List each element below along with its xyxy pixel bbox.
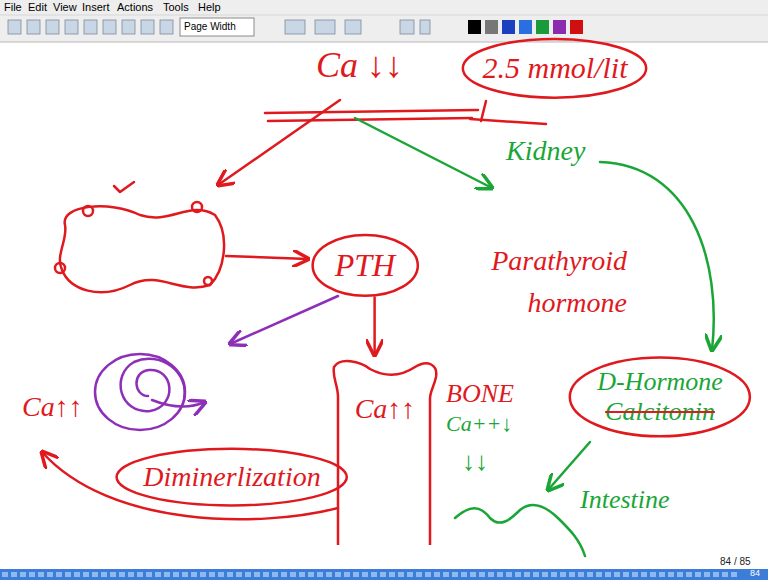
gland-nodule: [192, 202, 202, 212]
status-bar-pattern: [2, 572, 740, 577]
direction-note: ↓↓: [462, 448, 488, 477]
ellipse-path: [117, 449, 347, 506]
tool-icon: [84, 20, 97, 34]
node-text: Diminerlization: [143, 461, 320, 493]
arrow-to-kidney: [355, 118, 492, 188]
blood-calcium-note: Ca↑↑: [22, 392, 83, 423]
tool-icon: [315, 20, 335, 34]
node-text: Ca↑↑: [355, 393, 416, 425]
ellipse-path: [570, 358, 750, 437]
menu-item: Actions: [117, 1, 153, 13]
pen-colors: [468, 20, 583, 34]
ellipse-outline: [113, 447, 350, 507]
cell-outline: [95, 354, 185, 430]
toolbar-ground: [0, 0, 768, 42]
underline-stroke: [268, 118, 472, 121]
menu-item: File: [4, 1, 22, 13]
tool-icon: [65, 20, 78, 34]
ellipse-outline: [311, 233, 419, 298]
menu-item: Help: [198, 1, 221, 13]
pen-swatch: [519, 20, 532, 34]
tool-icon: [103, 20, 116, 34]
pen-swatch: [536, 20, 549, 34]
gland-nodule: [204, 277, 212, 285]
toolbar-divider: [0, 42, 768, 43]
arrow-to-d-hormone: [600, 162, 714, 350]
organ-label: Intestine: [580, 486, 670, 515]
organ-label: Kidney: [506, 136, 585, 167]
bone-shape: Ca↑↑: [330, 355, 440, 545]
ion-note: Ca++↓: [446, 412, 512, 436]
ellipse-path: [463, 39, 646, 98]
zoom-value: Page Width: [184, 21, 236, 32]
node-text: D-Hormone: [597, 367, 723, 397]
tool-icon: [420, 20, 430, 34]
gland-nodule: [83, 206, 93, 216]
tool-icon: [160, 20, 173, 34]
cell-spiral: [121, 359, 185, 412]
hormone-ellipse: D-HormoneCalcitonin: [567, 355, 753, 439]
cell-arrow: [152, 400, 205, 407]
intestine-wall: [455, 505, 585, 556]
page-counter: 84 / 85: [720, 556, 751, 567]
arrow-to-intestine: [548, 442, 590, 490]
bone-outline: [330, 355, 440, 545]
tool-icon: [8, 20, 21, 34]
hormone-name: Parathyroid hormone: [455, 240, 627, 324]
tool-icon: [27, 20, 40, 34]
menu-item: Edit: [28, 1, 47, 13]
pen-swatch: [553, 20, 566, 34]
arrow-to-cell: [230, 296, 338, 344]
tool-icon: [345, 20, 361, 34]
pointer-stroke: [481, 101, 486, 121]
node-text: 2.5 mmol/lit: [482, 51, 627, 86]
pen-swatch: [502, 20, 515, 34]
tool-icon: [46, 20, 59, 34]
pen-swatch: [485, 20, 498, 34]
tool-icon: [400, 20, 414, 34]
bone-path: [334, 361, 437, 545]
underline-stroke: [265, 110, 478, 113]
arrow-to-gland: [218, 100, 340, 185]
pointer-stroke: [470, 119, 546, 124]
node-text: PTH: [335, 247, 395, 284]
menu-item: Tools: [163, 1, 189, 13]
ellipse-path: [312, 235, 417, 296]
tool-icon: [285, 20, 305, 34]
connector-arrow: [373, 297, 376, 355]
pen-swatch: [570, 20, 583, 34]
ellipse-outline: [460, 37, 649, 100]
parathyroid-gland: [60, 206, 224, 292]
page-number: 84: [750, 569, 760, 579]
value-ellipse: 2.5 mmol/lit: [460, 37, 649, 100]
process-ellipse: Diminerlization: [113, 447, 350, 507]
arrow-to-pth: [226, 256, 308, 259]
hormone-ellipse: PTH: [311, 233, 419, 298]
tick-mark: [114, 182, 134, 192]
menu-item: Insert: [82, 1, 110, 13]
menu-divider: [0, 15, 768, 16]
node-text: Calcitonin: [605, 397, 715, 427]
ellipse-outline: [567, 355, 753, 439]
menu-item: View: [53, 1, 77, 13]
pen-swatch: [468, 20, 481, 34]
zoom-dropdown: [180, 18, 254, 36]
tool-icon: [122, 20, 135, 34]
blood-calcium-note: Ca ↓↓: [316, 46, 403, 86]
gland-nodule: [55, 263, 65, 273]
tool-icon: [141, 20, 154, 34]
organ-label: BONE: [446, 380, 514, 409]
arrow-to-blood-calcium: [42, 452, 338, 519]
status-bar: [0, 569, 768, 580]
